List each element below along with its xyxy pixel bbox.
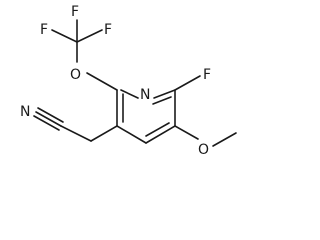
bond-c4-c3 bbox=[116, 125, 147, 144]
atom-f-ring: F bbox=[203, 67, 211, 83]
bond-c2-o bbox=[86, 72, 118, 91]
atom-n-nitrile: N bbox=[20, 104, 30, 120]
structure-diagram: N F O O N F F F bbox=[20, 4, 237, 158]
bond-c3-ch2 bbox=[90, 125, 118, 142]
atom-f-cf3-left: F bbox=[40, 22, 48, 38]
bond-o-methyl bbox=[212, 132, 237, 147]
atom-o-ether: O bbox=[70, 67, 81, 83]
bond-n1-c6-double bbox=[152, 96, 172, 105]
atom-n-ring: N bbox=[140, 87, 150, 103]
bond-ch2-c-nitrile bbox=[60, 125, 92, 142]
bond-c2-n1 bbox=[120, 89, 139, 99]
bond-cf3-f-right bbox=[76, 29, 103, 43]
bond-nitrile-triple-1 bbox=[35, 111, 62, 127]
molecule-canvas: N F O O N F F F bbox=[20, 4, 237, 158]
bond-c6-f bbox=[174, 75, 201, 91]
atom-f-cf3-right: F bbox=[104, 22, 112, 38]
atom-f-cf3-top: F bbox=[71, 4, 79, 20]
bond-c5-o-methoxy bbox=[174, 125, 199, 140]
bond-nitrile-triple-2 bbox=[37, 107, 64, 123]
bond-c5-c4-double bbox=[145, 122, 170, 137]
bond-n1-c6 bbox=[153, 89, 176, 99]
bond-nitrile-triple-3 bbox=[33, 115, 60, 131]
atom-o-methoxy: O bbox=[198, 142, 209, 158]
bond-c5-c4 bbox=[145, 125, 176, 144]
bond-cf3-f-left bbox=[51, 29, 78, 43]
